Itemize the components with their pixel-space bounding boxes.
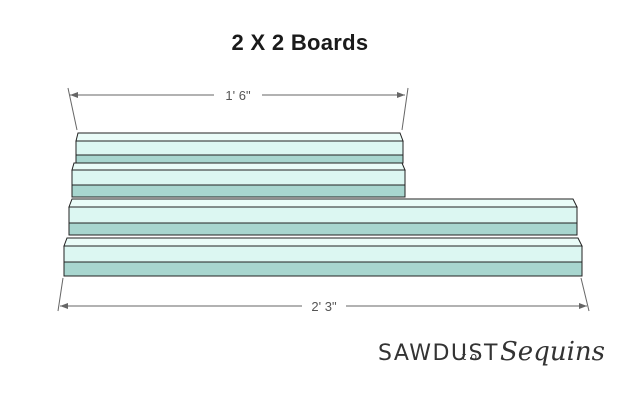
board-short-1	[75, 132, 404, 164]
dimension-long: 2' 3"	[57, 277, 590, 314]
dimension-label-short: 1' 6"	[225, 88, 251, 103]
extension-line-right-short	[401, 87, 409, 131]
watermark-sawdust: SAWDUST	[378, 341, 499, 366]
watermark-sequins: Sequins	[500, 337, 605, 367]
extension-line-left-short	[67, 87, 78, 131]
dimension-short: 1' 6"	[67, 87, 409, 131]
board-short-2	[71, 162, 406, 198]
diagram-title: 2 X 2 Boards	[231, 30, 369, 55]
arrow-right-short	[397, 92, 405, 98]
board-long-2	[63, 237, 583, 277]
watermark-logo: SAWDUST to Sequins	[378, 337, 605, 367]
watermark-to: to	[462, 350, 481, 363]
extension-line-left-long	[57, 277, 64, 312]
arrow-right-long	[579, 303, 587, 309]
dimension-label-long: 2' 3"	[311, 299, 337, 314]
extension-line-right-long	[580, 277, 590, 312]
arrow-left-long	[60, 303, 68, 309]
arrow-left-short	[70, 92, 78, 98]
board-long-1	[68, 198, 578, 236]
